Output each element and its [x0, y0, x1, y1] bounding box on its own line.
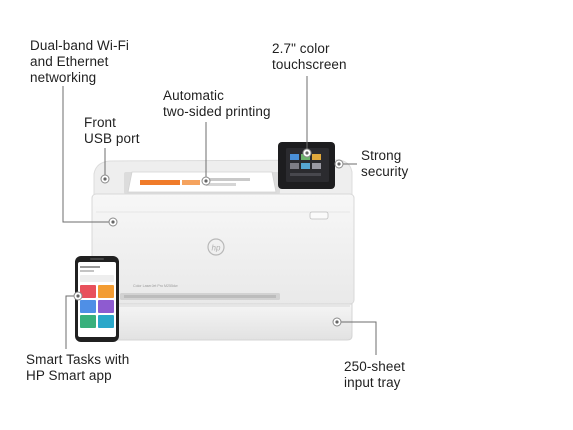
callout-touchscreen: 2.7" color touchscreen — [272, 41, 347, 72]
printer: hp Color LaserJet Pro M255dw — [91, 159, 355, 341]
marker-usb — [100, 174, 110, 184]
callout-security: Strong security — [361, 148, 409, 179]
svg-text:hp: hp — [212, 244, 221, 253]
hp-logo: hp — [207, 238, 225, 256]
callout-input-tray: 250-sheet input tray — [344, 359, 405, 390]
callout-wifi-networking: Dual-band Wi-Fi and Ethernet networking — [30, 38, 130, 85]
marker-wifi — [108, 217, 118, 227]
callout-duplex-printing: Automatic two-sided printing — [163, 88, 271, 119]
marker-tray — [332, 317, 342, 327]
callout-markers — [73, 148, 344, 327]
touchscreen-panel — [278, 142, 335, 189]
printer-model-label: Color LaserJet Pro M255dw — [133, 284, 178, 288]
smartphone — [75, 256, 119, 342]
marker-touchscreen — [302, 148, 312, 158]
callout-usb-port: Front USB port — [84, 115, 140, 146]
marker-smart-tasks — [73, 291, 83, 301]
marker-security — [334, 159, 344, 169]
callout-smart-tasks: Smart Tasks with HP Smart app — [26, 352, 130, 383]
marker-duplex — [201, 176, 211, 186]
